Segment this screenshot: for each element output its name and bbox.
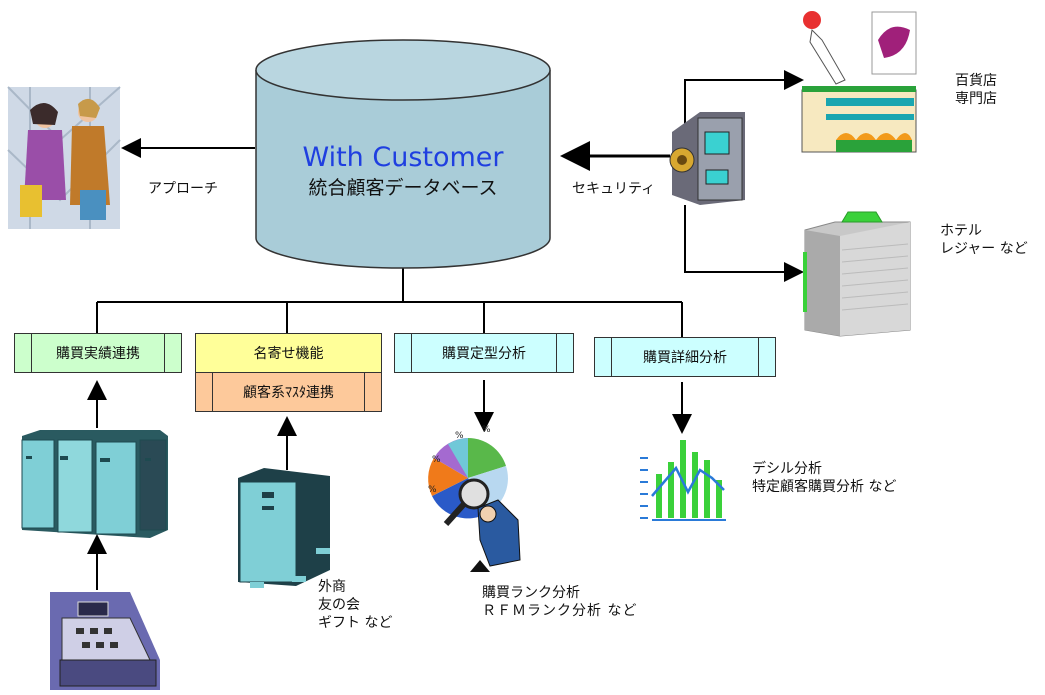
fixed-analysis-box: 購買定型分析 [394, 333, 574, 373]
customer-master-box: 顧客系ﾏｽﾀ連携 [195, 372, 382, 412]
customer-master-label: 顧客系ﾏｽﾀ連携 [243, 385, 334, 401]
decile-label-1: デシル分析 [752, 461, 822, 477]
svg-text:%: % [432, 455, 441, 465]
fixed-analysis-label: 購買定型分析 [442, 346, 526, 362]
detail-analysis-box: 購買詳細分析 [594, 337, 776, 377]
purchase-link-label: 購買実績連携 [56, 346, 140, 362]
decile-label-2: 特定顧客購買分析 など [752, 479, 897, 495]
security-label: セキュリティ [572, 181, 656, 197]
rank-label-2: ＲＦＭランク分析 など [482, 603, 638, 619]
database-title: With Customer [302, 142, 504, 173]
name-merge-box: 名寄せ機能 [195, 333, 382, 373]
svg-text:%: % [428, 485, 437, 495]
gaisho-label-2: 友の会 [318, 597, 360, 613]
dept-label-2: 専門店 [955, 91, 997, 107]
svg-text:%: % [455, 431, 464, 441]
database-subtitle: 統合顧客データベース [308, 177, 498, 199]
name-merge-label: 名寄せ機能 [253, 346, 324, 362]
rank-label-1: 購買ランク分析 [482, 585, 580, 601]
gaisho-label-1: 外商 [318, 579, 346, 595]
approach-label: アプローチ [148, 181, 218, 197]
svg-text:%: % [482, 425, 491, 435]
detail-analysis-label: 購買詳細分析 [643, 350, 727, 366]
dept-label-1: 百貨店 [955, 73, 997, 89]
purchase-link-box: 購買実績連携 [14, 333, 182, 373]
hotel-label-2: レジャー など [940, 241, 1028, 257]
gaisho-label-3: ギフト など [318, 615, 393, 631]
hotel-label-1: ホテル [940, 223, 982, 239]
